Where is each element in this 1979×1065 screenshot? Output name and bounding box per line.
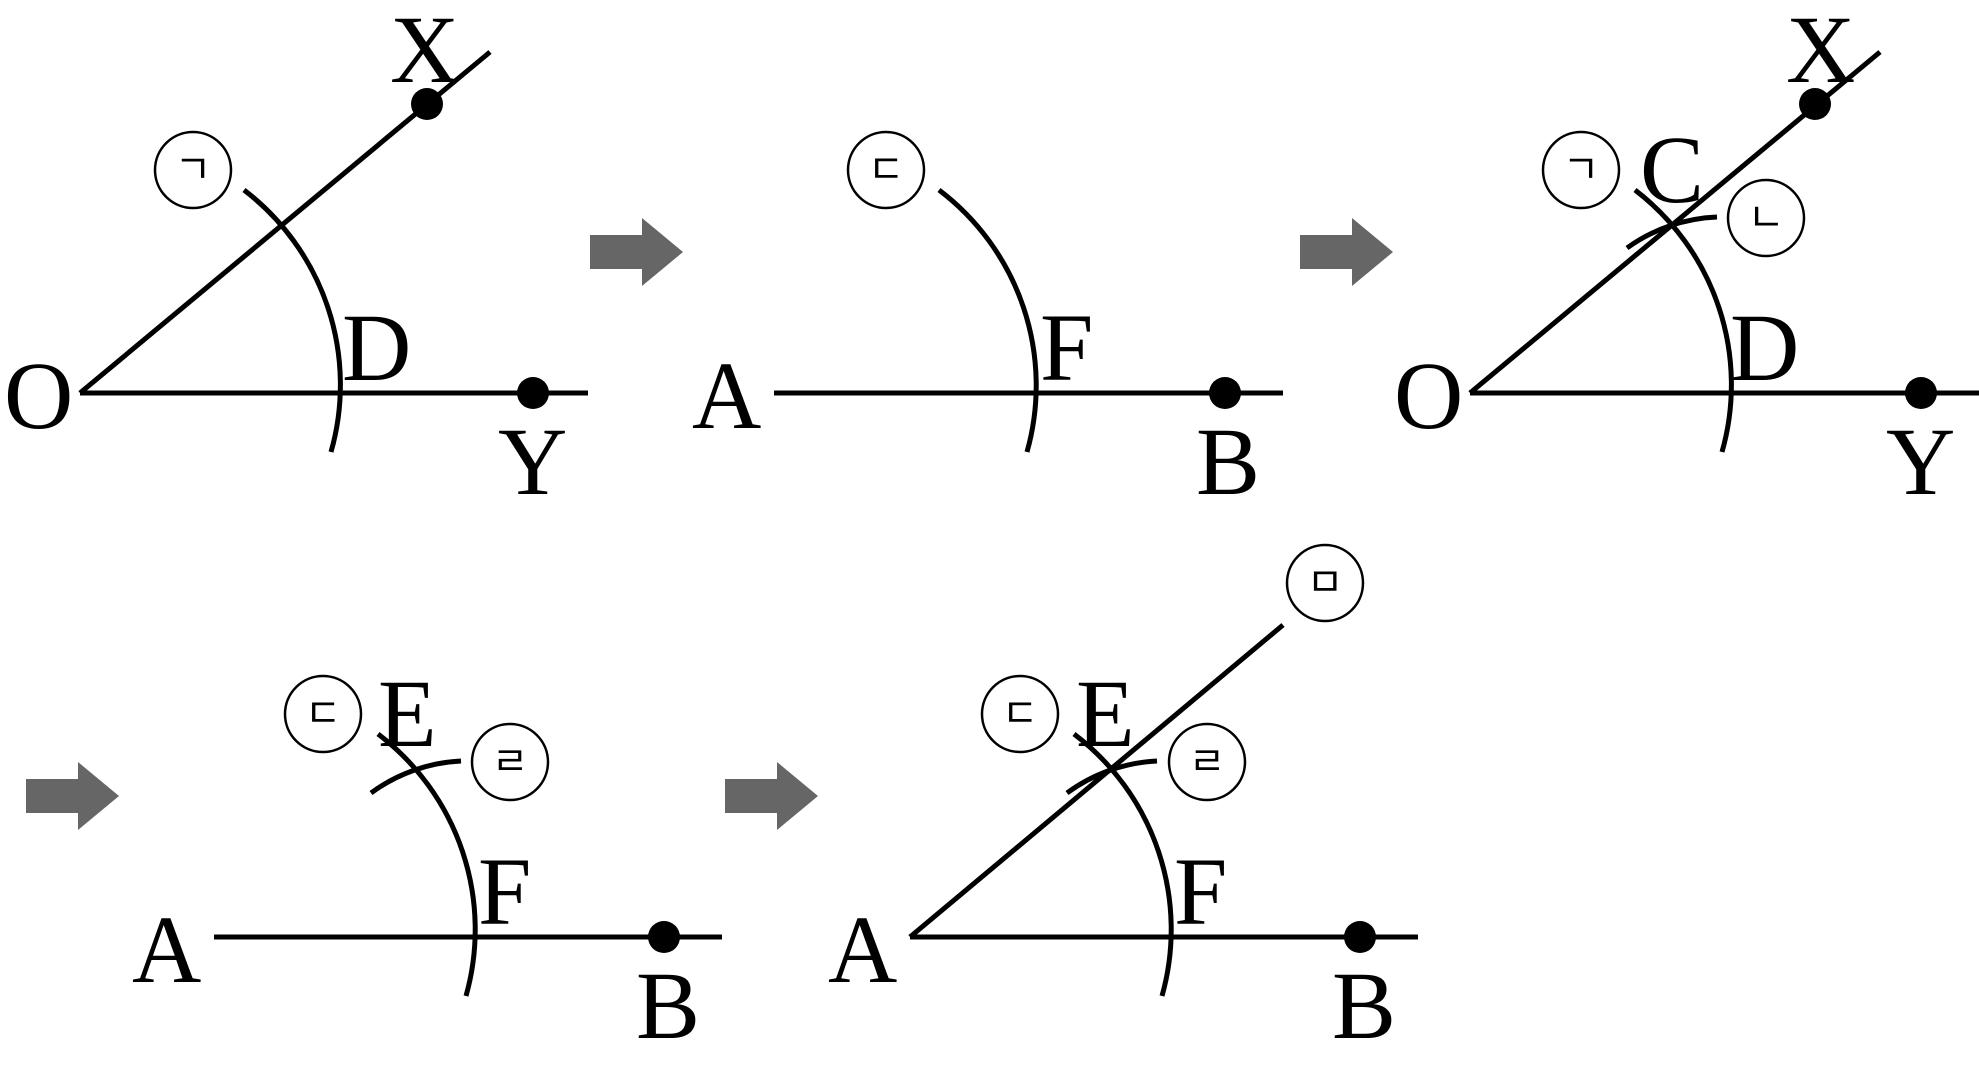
arc-rieul [369,758,462,796]
mark-circle [283,674,363,754]
panel-5: A E F B ㄷ ㄹ ㅁ [828,543,1418,1059]
label-y: Y [1886,408,1955,515]
label-a: A [692,342,761,449]
mark-circle [1167,722,1247,802]
arc-giyeok [242,188,343,453]
arc-digeut [376,732,478,997]
label-x: X [1786,0,1855,103]
mark-digeut: ㄷ [846,130,926,210]
point-y-dot [1905,377,1937,409]
panel-4: A E F B ㄷ ㄹ [132,660,722,1059]
mark-giyeok: ㄱ [153,130,233,210]
panel-2: A F B ㄷ [692,130,1283,515]
mark-nieun: ㄴ [1726,178,1806,258]
label-d: D [1730,294,1799,401]
panel-1: X O D Y ㄱ [4,0,588,515]
label-a: A [132,896,201,1003]
mark-nieun-text: ㄴ [1748,195,1785,241]
arc-giyeok [1633,188,1734,453]
point-x-dot [411,88,443,120]
label-c: C [1640,116,1704,223]
mark-digeut: ㄷ [283,674,363,754]
mark-giyeok-text: ㄱ [1563,147,1600,193]
ray-ae [908,623,1285,939]
right-arrow-icon [26,762,119,830]
mark-giyeok-text: ㄱ [175,147,212,193]
label-o: O [1394,342,1463,449]
label-y: Y [498,408,567,515]
point-y-dot [517,377,549,409]
mark-circle [980,674,1060,754]
right-arrow-icon [590,218,683,286]
mark-rieul: ㄹ [470,722,550,802]
mark-giyeok: ㄱ [1541,130,1621,210]
mark-circle [1541,130,1621,210]
arc-digeut [937,188,1039,453]
mark-rieul-text: ㄹ [492,739,529,785]
arc-digeut [1072,732,1174,997]
label-a: A [828,896,897,1003]
mark-circle [846,130,926,210]
point-b-dot [1344,921,1376,953]
mark-circle [1726,178,1806,258]
label-d: D [342,294,411,401]
mark-digeut-text: ㄷ [868,147,905,193]
label-b: B [1332,952,1396,1059]
label-e: E [378,660,437,767]
point-b-dot [648,921,680,953]
mark-mieum: ㅁ [1285,543,1365,623]
label-f: F [1174,838,1227,945]
mark-circle [153,130,233,210]
label-b: B [1196,408,1260,515]
right-arrow-icon [1300,218,1393,286]
mark-rieul: ㄹ [1167,722,1247,802]
label-o: O [4,342,73,449]
label-x: X [390,0,459,103]
mark-digeut-text: ㄷ [305,691,342,737]
right-arrow-icon [725,762,818,830]
arc-rieul [1065,758,1158,796]
point-b-dot [1209,377,1241,409]
arc-nieun [1625,214,1718,251]
mark-mieum-text: ㅁ [1307,560,1344,606]
mark-digeut: ㄷ [980,674,1060,754]
mark-digeut-text: ㄷ [1002,691,1039,737]
mark-circle [470,722,550,802]
mark-circle [1285,543,1365,623]
point-x-dot [1799,88,1831,120]
mark-rieul-text: ㄹ [1189,739,1226,785]
panel-3: X O C D Y ㄱ ㄴ [1394,0,1979,515]
label-f: F [478,838,531,945]
label-b: B [636,952,700,1059]
label-e: E [1076,660,1135,767]
label-f: F [1040,294,1093,401]
